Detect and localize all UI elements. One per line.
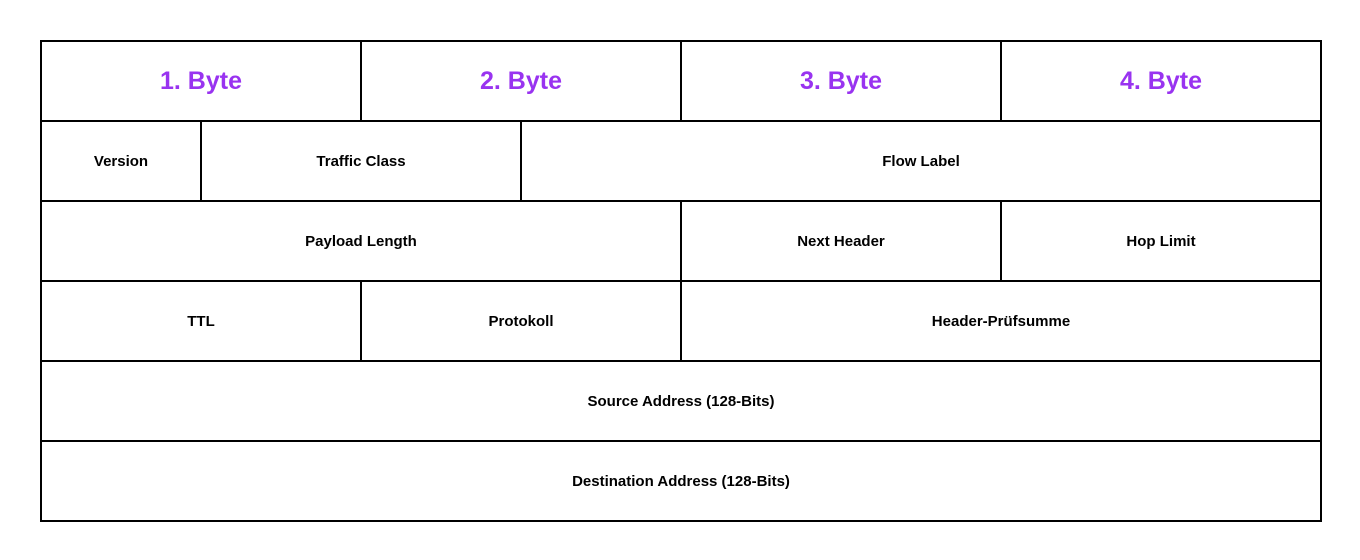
field-traffic-class: Traffic Class: [202, 122, 522, 202]
byte-header-1: 1. Byte: [42, 42, 362, 122]
byte-header-3: 3. Byte: [682, 42, 1002, 122]
field-version: Version: [42, 122, 202, 202]
byte-header-4: 4. Byte: [1002, 42, 1322, 122]
field-hop-limit: Hop Limit: [1002, 202, 1322, 282]
protocol-header-diagram: 1. Byte 2. Byte 3. Byte 4. Byte Version …: [40, 40, 1322, 522]
field-flow-label: Flow Label: [522, 122, 1322, 202]
field-header-checksum: Header-Prüfsumme: [682, 282, 1322, 362]
field-destination-address: Destination Address (128-Bits): [42, 442, 1322, 522]
field-source-address: Source Address (128-Bits): [42, 362, 1322, 442]
field-next-header: Next Header: [682, 202, 1002, 282]
byte-header-2: 2. Byte: [362, 42, 682, 122]
field-protocol: Protokoll: [362, 282, 682, 362]
field-ttl: TTL: [42, 282, 362, 362]
field-payload-length: Payload Length: [42, 202, 682, 282]
